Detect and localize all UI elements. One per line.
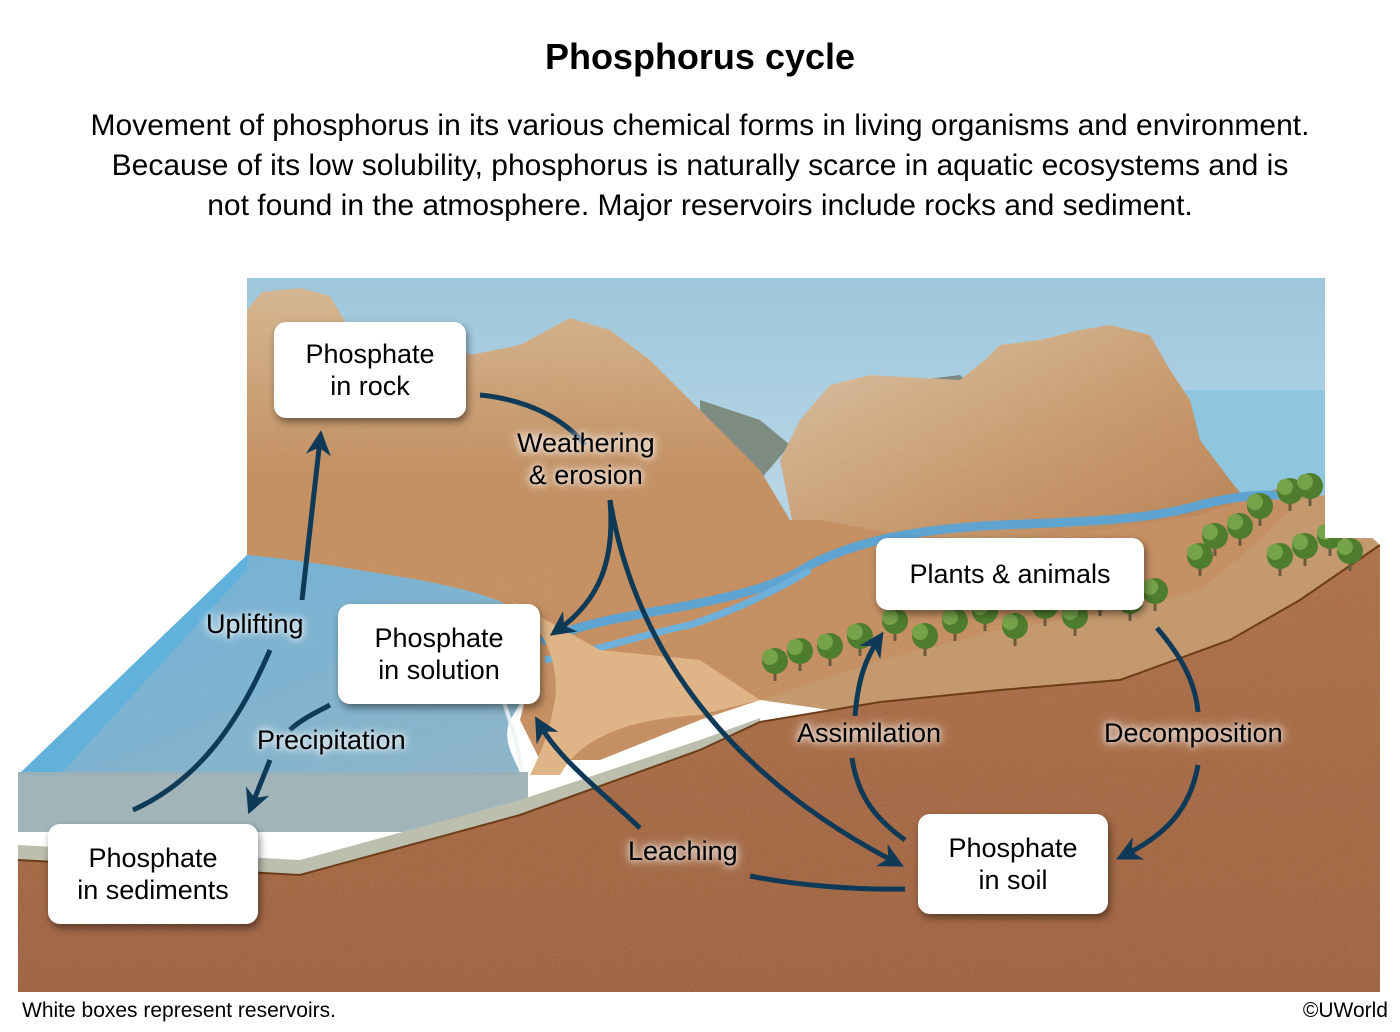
tree <box>1202 523 1228 556</box>
process-weathering-erosion: Weathering & erosion <box>517 427 655 491</box>
process-leaching: Leaching <box>628 836 738 866</box>
scene-border <box>1325 278 1400 1032</box>
reservoir-label: Plants & animals <box>909 559 1111 589</box>
tree <box>1187 543 1213 576</box>
arrow-precipitation-upper <box>288 702 332 732</box>
process-label: Weathering <box>517 428 655 458</box>
reservoir-label: Phosphate <box>88 843 218 873</box>
reservoir-label: Phosphate <box>948 833 1078 863</box>
arrow-weathering-to-solution <box>479 392 614 630</box>
process-decomposition: Decomposition <box>1104 718 1283 748</box>
arrow-decomposition-lower <box>1116 764 1201 860</box>
process-precipitation: Precipitation <box>257 725 406 755</box>
tree <box>1297 473 1323 506</box>
tree <box>1337 538 1363 571</box>
tree <box>1002 613 1028 646</box>
mountain-right <box>780 325 1250 560</box>
reservoir-label: in rock <box>330 371 410 401</box>
footnote: White boxes represent reservoirs. <box>22 999 336 1022</box>
tree <box>787 638 813 671</box>
description-line: not found in the atmosphere. Major reser… <box>207 189 1193 222</box>
arrow-assimilation-lower <box>849 757 907 843</box>
reservoir-label: Phosphate <box>305 339 435 369</box>
arrow-assimilation-upper <box>852 631 884 717</box>
arrow-leaching-lower <box>749 873 906 892</box>
arrow-decomposition-upper <box>1155 626 1201 713</box>
tree <box>882 608 908 641</box>
reservoir-plants-and-animals: Plants & animals <box>876 538 1144 610</box>
tree <box>912 623 938 656</box>
reservoir-phosphate-in-soil: Phosphate in soil <box>918 814 1108 914</box>
copyright: ©UWorld <box>1302 999 1388 1022</box>
description-line: Movement of phosphorus in its various ch… <box>90 109 1310 142</box>
reservoir-label: in solution <box>378 655 500 685</box>
arrow-precipitation-lower <box>245 759 273 815</box>
reservoir-label: in sediments <box>77 875 229 905</box>
tree <box>1142 578 1168 611</box>
arrow-uplifting-lower <box>131 649 273 813</box>
tree <box>1292 533 1318 566</box>
tree <box>1247 493 1273 526</box>
reservoir-phosphate-in-sediments: Phosphate in sediments <box>48 824 258 924</box>
description: Movement of phosphorus in its various ch… <box>0 106 1400 226</box>
tree <box>762 648 788 681</box>
tree <box>1267 543 1293 576</box>
tree <box>942 608 968 641</box>
process-uplifting: Uplifting <box>206 609 304 639</box>
description-line: Because of its low solubility, phosphoru… <box>111 149 1289 182</box>
reservoir-phosphate-in-rock: Phosphate in rock <box>274 322 466 418</box>
arrow-weathering-to-soil <box>607 499 904 867</box>
arrow-leaching-upper <box>535 716 642 830</box>
arrow-uplifting <box>299 430 331 601</box>
tree <box>817 633 843 666</box>
reservoir-label: in soil <box>978 865 1048 895</box>
tree <box>1277 478 1303 511</box>
process-assimilation: Assimilation <box>797 718 942 748</box>
page-title: Phosphorus cycle <box>544 36 856 77</box>
reservoir-label: Phosphate <box>374 623 504 653</box>
soil-horizon-line <box>17 544 1381 877</box>
process-label: & erosion <box>528 460 643 490</box>
tree <box>1227 513 1253 546</box>
reservoir-phosphate-in-solution: Phosphate in solution <box>338 604 540 704</box>
ocean-surface <box>18 555 247 775</box>
